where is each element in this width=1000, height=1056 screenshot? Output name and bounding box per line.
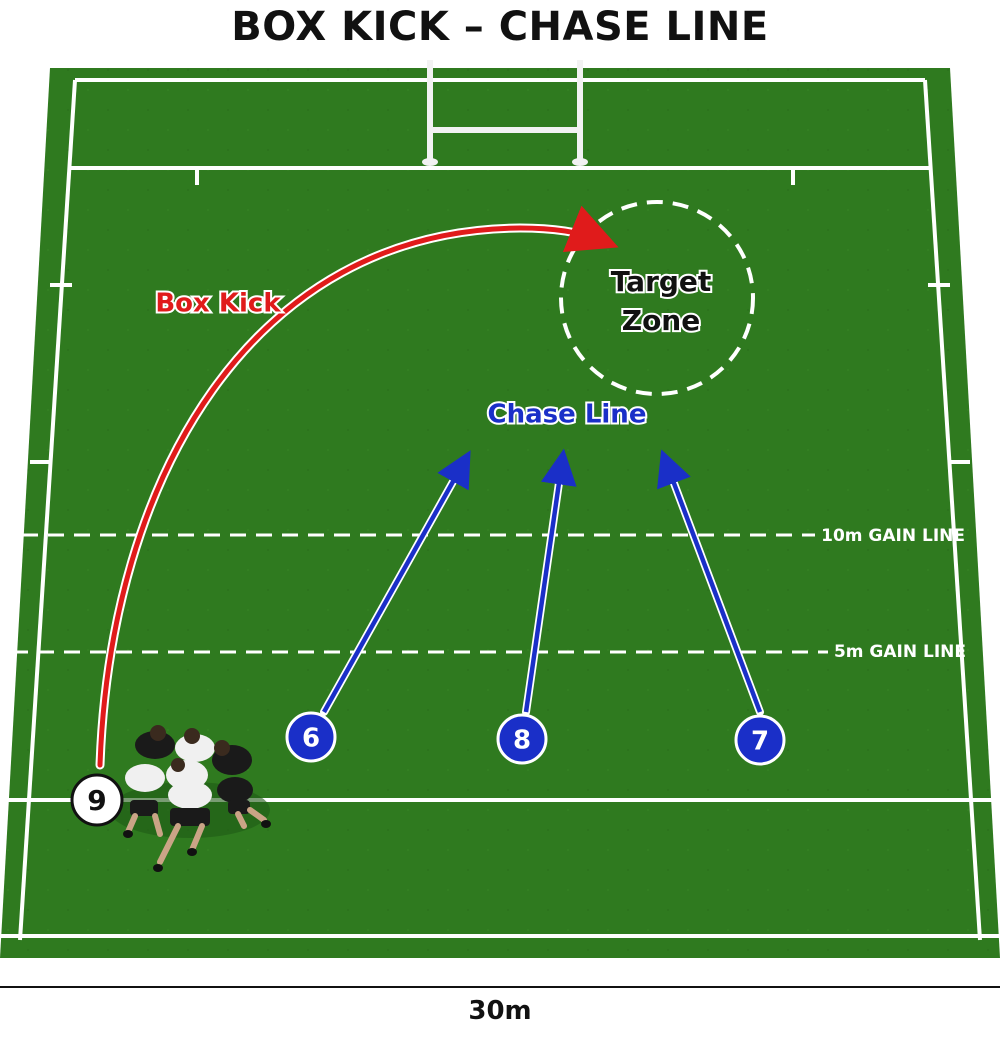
player-8: 8 [496,713,548,765]
player-7-number: 7 [751,727,769,757]
gain-10m-label: 10m GAIN LINE [821,526,965,546]
right-touchline [923,79,982,941]
player-6: 6 [285,711,337,763]
chase-line-label: Chase Line [488,400,647,430]
target-zone-label-2: Zone [622,304,700,337]
chase-arrows [320,448,764,716]
scale-label: 30m [468,996,532,1026]
player-8-number: 8 [513,726,531,756]
goal-posts [422,60,588,166]
player-9: 9 [70,773,124,827]
box-kick-label: Box Kick [155,289,281,319]
scale-line [0,986,1000,988]
scrum-pack [110,725,271,872]
player-6-number: 6 [302,724,320,754]
left-touchline [18,79,77,941]
player-9-number: 9 [87,784,106,817]
player-7: 7 [734,714,786,766]
target-zone-label-1: Target [611,265,712,298]
gain-5m-label: 5m GAIN LINE [834,642,966,662]
diagram-title: BOX KICK – CHASE LINE [231,4,769,50]
target-zone-circle [559,200,755,396]
